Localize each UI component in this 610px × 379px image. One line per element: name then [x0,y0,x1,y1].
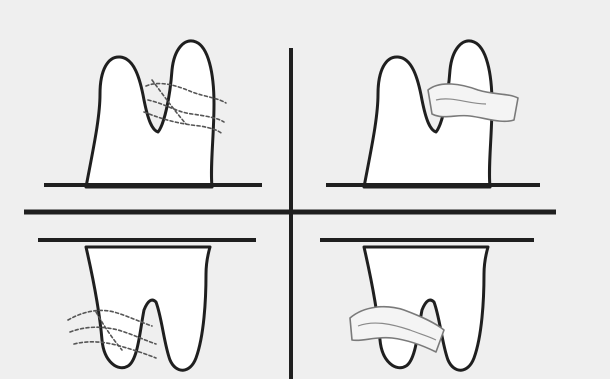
diagram-background [0,0,610,379]
diagram-canvas [0,0,610,379]
tooth-diagram [0,0,610,379]
